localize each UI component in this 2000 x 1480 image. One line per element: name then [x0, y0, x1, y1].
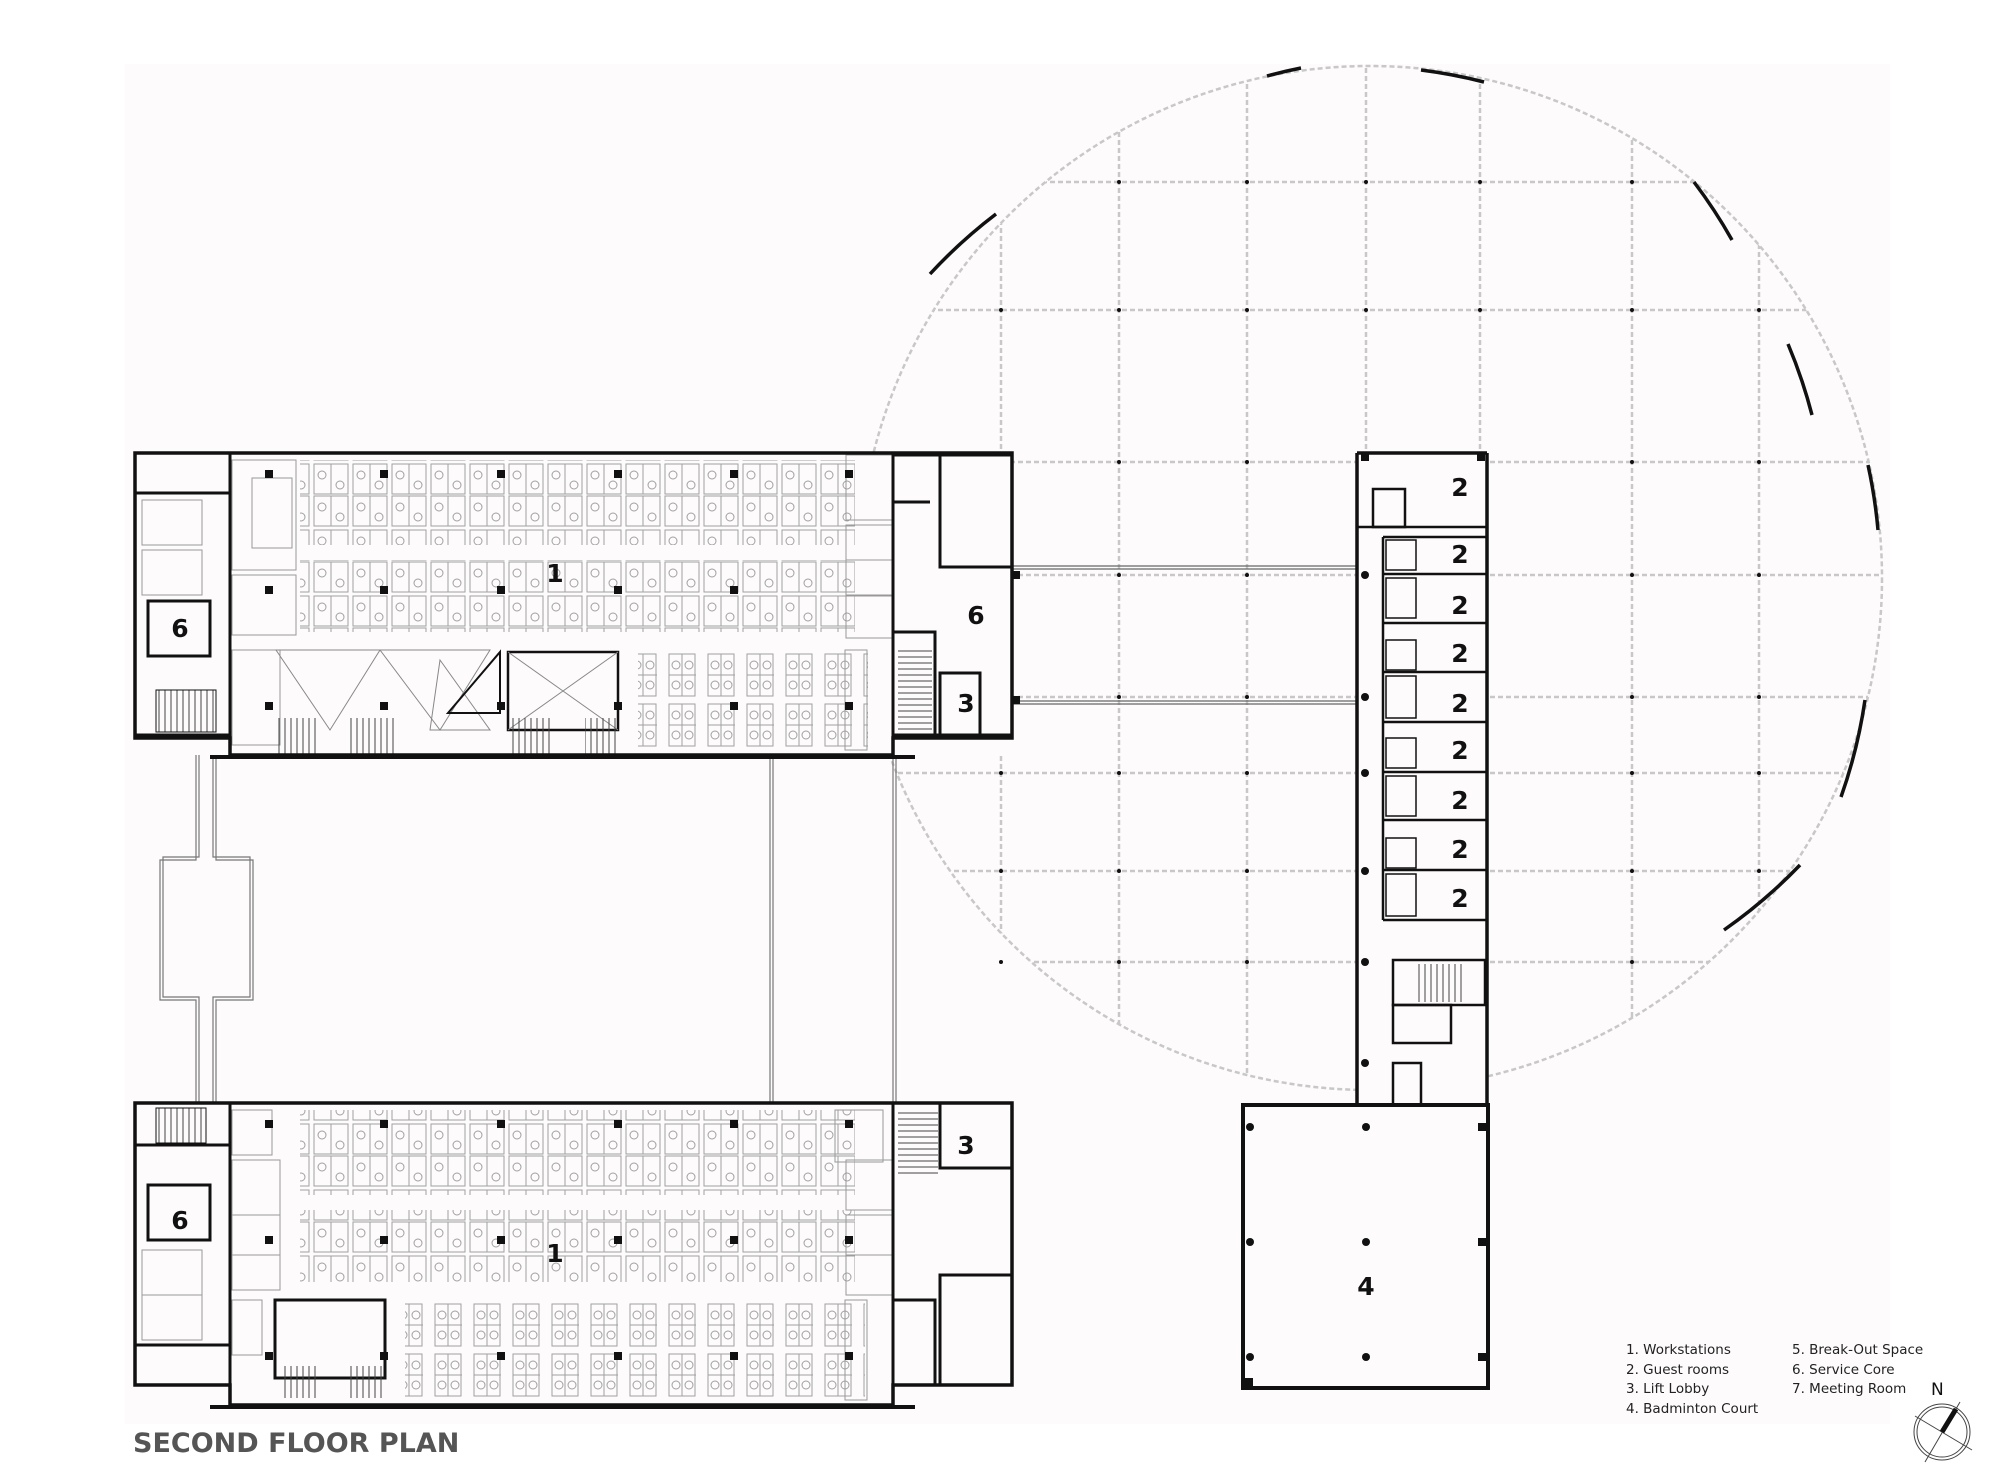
label-service-core-top-east: 6: [967, 601, 984, 630]
label-workstations-bottom: 1: [546, 1239, 563, 1268]
label-service-core-bottom: 6: [171, 1206, 188, 1235]
label-guest-room: 2: [1451, 639, 1468, 668]
drawing-title: SECOND FLOOR PLAN: [133, 1428, 460, 1459]
label-workstations-top: 1: [546, 559, 563, 588]
guest-room-wing: 2 2 2 2 2 2 2 2 2: [1355, 451, 1489, 1107]
bridge-walkways: [1012, 565, 1357, 705]
label-guest-room: 2: [1451, 540, 1468, 569]
label-guest-room: 2: [1451, 835, 1468, 864]
badminton-court: 4: [1241, 1103, 1490, 1390]
label-guest-room: 2: [1451, 736, 1468, 765]
label-guest-room: 2: [1451, 591, 1468, 620]
legend-column-1: 1. Workstations 2. Guest rooms 3. Lift L…: [1626, 1341, 1758, 1419]
grid-columns: [999, 180, 1761, 964]
top-office-block: 1 6 6 3: [133, 451, 1020, 759]
label-guest-room: 2: [1451, 884, 1468, 913]
circle-solid-arcs: [928, 66, 1880, 932]
legend-item: 3. Lift Lobby: [1626, 1381, 1710, 1397]
label-badminton-court: 4: [1357, 1272, 1374, 1301]
legend-item: 1. Workstations: [1626, 1342, 1731, 1358]
legend-item: 5. Break-Out Space: [1792, 1342, 1924, 1358]
label-guest-room: 2: [1451, 473, 1468, 502]
legend-item: 7. Meeting Room: [1792, 1381, 1907, 1397]
label-service-core-top-west: 6: [171, 614, 188, 643]
label-lift-lobby-top: 3: [957, 689, 974, 718]
legend-column-2: 5. Break-Out Space 6. Service Core 7. Me…: [1792, 1341, 1923, 1400]
courtyard: [159, 755, 897, 1103]
north-arrow-icon: [1913, 1401, 1973, 1463]
legend-item: 4. Badminton Court: [1626, 1400, 1759, 1417]
label-guest-room: 2: [1451, 786, 1468, 815]
north-label: N: [1931, 1380, 1944, 1400]
label-guest-room: 2: [1451, 689, 1468, 718]
legend-item: 6. Service Core: [1792, 1361, 1895, 1378]
legend-item: 2. Guest rooms: [1626, 1361, 1730, 1378]
bottom-office-block: 1 6 3: [133, 1101, 1014, 1409]
label-lift-lobby-bottom: 3: [957, 1131, 974, 1160]
